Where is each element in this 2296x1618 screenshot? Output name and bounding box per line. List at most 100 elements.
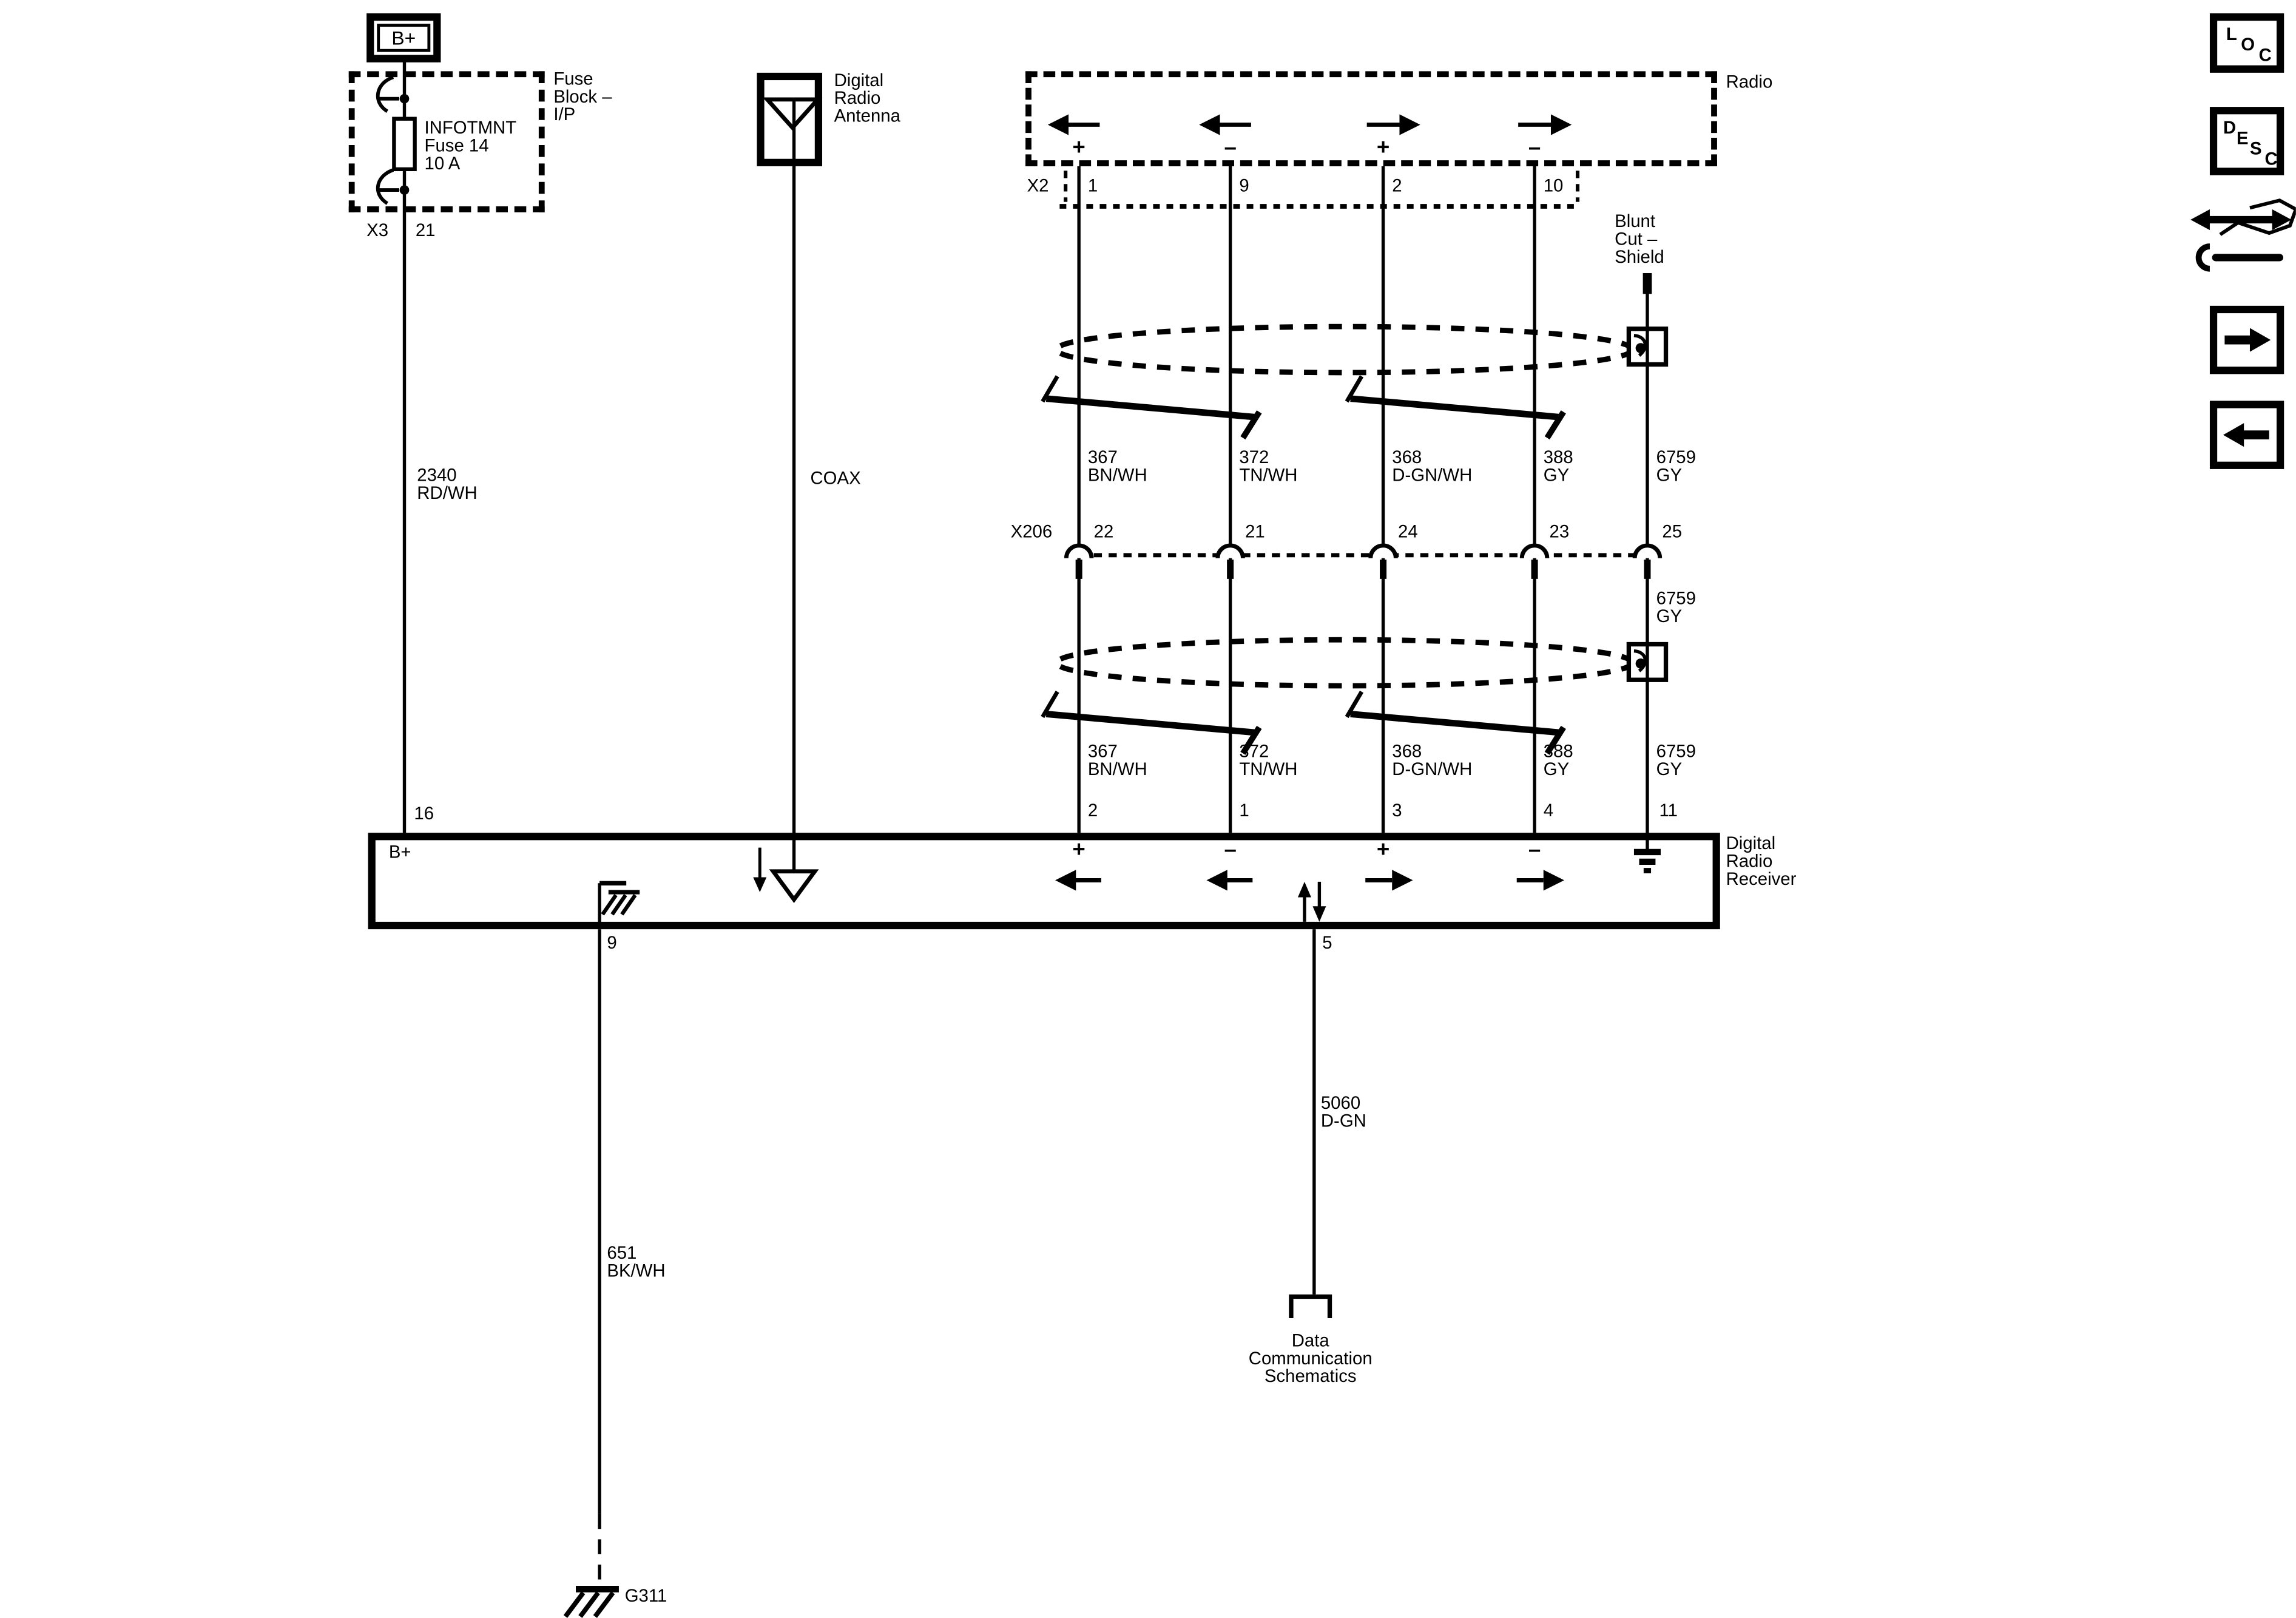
receiver-pin-label: 3 xyxy=(1392,800,1402,821)
antenna-symbol-icon xyxy=(762,97,823,131)
arrow-right-icon xyxy=(1366,114,1420,135)
wrench-double-arrow-icon[interactable] xyxy=(2190,198,2296,272)
polarity-sign: – xyxy=(1528,135,1541,161)
wire-color-label: GY xyxy=(1656,464,1683,486)
fuse-name: INFOTMNT xyxy=(424,117,517,138)
desc-button[interactable]: D E S C xyxy=(2209,107,2284,175)
wire-circuit-label: 6759 xyxy=(1656,447,1696,468)
arrow-right-icon xyxy=(1516,870,1564,891)
wire-color-label: TN/WH xyxy=(1239,758,1298,780)
arrow-left-icon xyxy=(1206,870,1253,891)
desc-letter: C xyxy=(2264,148,2278,169)
polarity-sign: – xyxy=(1224,837,1237,863)
radio-title: Radio xyxy=(1726,71,1773,92)
wire-color-label: BN/WH xyxy=(1087,464,1147,486)
wire-circuit-label: 372 xyxy=(1239,740,1269,762)
receiver-antenna-input-icon xyxy=(753,847,819,903)
wire-circuit-label: 5060 xyxy=(1320,1092,1361,1114)
wire-lines xyxy=(402,61,1536,1586)
antenna-box xyxy=(757,72,823,166)
arrow-left-icon xyxy=(1055,870,1101,891)
connector-x206-symbols xyxy=(1064,543,1663,579)
battery-feed-label: B+ xyxy=(377,24,431,52)
fuse-symbol xyxy=(376,75,417,205)
x206-pin-label: 23 xyxy=(1549,521,1570,542)
radio-signal-arrows xyxy=(1047,114,1572,135)
wire-circuit-label: 367 xyxy=(1087,740,1118,762)
loc-button[interactable]: L O C xyxy=(2209,13,2284,73)
arrow-right-icon xyxy=(2224,328,2271,352)
ground-id-label: G311 xyxy=(624,1585,667,1606)
previous-schematic-button[interactable] xyxy=(2209,401,2284,469)
wire-circuit-label: 651 xyxy=(607,1242,637,1264)
receiver-pin-label: 4 xyxy=(1543,800,1554,821)
wire-color-label: GY xyxy=(1656,605,1683,627)
wire-color-label: RD/WH xyxy=(417,482,478,504)
next-schematic-button[interactable] xyxy=(2209,305,2284,374)
fuse-block-title-line: Fuse xyxy=(553,68,593,89)
wire-color-label: BK/WH xyxy=(607,1260,666,1281)
wire-color-label: GY xyxy=(1656,758,1683,780)
radio-box xyxy=(1025,71,1717,166)
receiver-data-pin-label: 5 xyxy=(1322,932,1332,953)
polarity-sign: – xyxy=(1224,135,1237,161)
fuse-block-title-line: I/P xyxy=(553,104,576,125)
wire-circuit-label: 2340 xyxy=(417,464,457,486)
receiver-pin-label: 1 xyxy=(1239,800,1249,821)
arrow-left-icon xyxy=(1199,114,1251,135)
wire-color-label: D-GN/WH xyxy=(1392,464,1473,486)
offpage-connector-icon xyxy=(1289,1294,1332,1318)
g311-ground-icon xyxy=(563,1585,619,1618)
polarity-sign: + xyxy=(1376,837,1390,863)
connector-x206-label: X206 xyxy=(1010,521,1053,542)
blunt-cut-line: Shield xyxy=(1615,246,1664,268)
polarity-sign: + xyxy=(1072,837,1086,863)
arrow-left-icon xyxy=(1047,114,1100,135)
twisted-pair-marks xyxy=(1041,375,1566,755)
wire-color-label: D-GN/WH xyxy=(1392,758,1473,780)
desc-letter: S xyxy=(2249,138,2262,159)
x206-pin-label: 21 xyxy=(1245,521,1265,542)
blunt-cut-line: Blunt xyxy=(1615,211,1656,232)
data-destination-line: Communication xyxy=(1248,1347,1373,1369)
wire-color-label: D-GN xyxy=(1320,1110,1366,1131)
data-destination-line: Data xyxy=(1291,1330,1329,1351)
fuse-pin-label: 21 xyxy=(415,219,436,241)
connector-x2-outline xyxy=(1059,171,1580,209)
connector-x2-label: X2 xyxy=(1027,175,1049,196)
wire-circuit-label: 372 xyxy=(1239,447,1269,468)
wire-circuit-label: 388 xyxy=(1543,740,1573,762)
wire-color-label: GY xyxy=(1543,758,1570,780)
receiver-internal-ground-icon xyxy=(598,881,640,927)
receiver-pin-label: 16 xyxy=(414,803,434,824)
radio-pin-label: 2 xyxy=(1392,175,1402,196)
data-updown-arrows-icon xyxy=(1297,881,1326,922)
wire-circuit-label: 6759 xyxy=(1656,740,1696,762)
wire-circuit-label: 388 xyxy=(1543,447,1573,468)
loc-letter: C xyxy=(2258,44,2272,66)
antenna-title-line: Radio xyxy=(834,87,881,109)
receiver-pin-label: 2 xyxy=(1087,800,1098,821)
radio-pin-label: 1 xyxy=(1087,175,1098,196)
receiver-title-line: Digital xyxy=(1726,833,1776,854)
radio-pin-label: 9 xyxy=(1239,175,1249,196)
coax-label: COAX xyxy=(810,467,861,489)
receiver-title-line: Radio xyxy=(1726,850,1773,872)
desc-letter: D xyxy=(2223,117,2237,138)
shield-ellipse-upper xyxy=(1054,323,1635,376)
antenna-title-line: Digital xyxy=(834,69,884,91)
receiver-bplus-label: B+ xyxy=(388,841,411,863)
receiver-box xyxy=(368,833,1720,930)
wire-circuit-label: 368 xyxy=(1392,447,1422,468)
receiver-pin-label: 11 xyxy=(1659,800,1678,821)
polarity-sign: + xyxy=(1072,135,1086,161)
fuse-block-title-line: Block – xyxy=(553,86,612,107)
blunt-cut-line: Cut – xyxy=(1615,228,1658,249)
arrow-right-icon xyxy=(1365,870,1413,891)
loc-letter: L xyxy=(2226,24,2237,45)
fuse-block-box xyxy=(348,71,545,212)
data-destination-line: Schematics xyxy=(1264,1366,1357,1387)
loc-letter: O xyxy=(2241,34,2255,55)
